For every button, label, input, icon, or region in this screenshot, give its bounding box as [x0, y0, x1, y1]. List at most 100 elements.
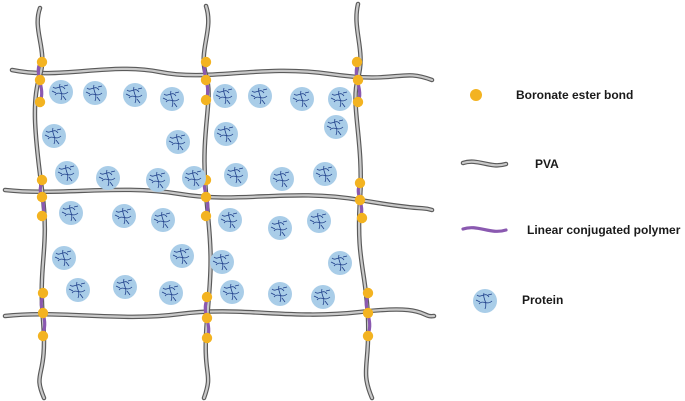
- protein-strands: [184, 169, 202, 187]
- protein: [214, 122, 238, 146]
- protein: [218, 208, 242, 232]
- protein-strands: [226, 166, 244, 184]
- protein: [311, 285, 335, 309]
- protein: [268, 282, 292, 306]
- legend-protein-strands: [475, 292, 493, 310]
- protein: [113, 275, 137, 299]
- protein-strands: [216, 125, 234, 143]
- protein-strands: [270, 285, 288, 303]
- protein-strands: [270, 219, 288, 237]
- protein-strands: [215, 87, 233, 105]
- pva-chain: [3, 188, 434, 212]
- protein: [210, 250, 234, 274]
- protein: [268, 216, 292, 240]
- protein: [55, 161, 79, 185]
- boronate-ester-bond: [34, 74, 46, 86]
- protein: [328, 87, 352, 111]
- legend-protein-icon: [473, 289, 497, 313]
- protein: [59, 201, 83, 225]
- legend-pva-icon: [461, 160, 508, 167]
- protein: [49, 80, 73, 104]
- protein: [313, 162, 337, 186]
- protein-strands: [161, 284, 179, 302]
- protein: [83, 81, 107, 105]
- protein-strands: [153, 211, 171, 229]
- boronate-ester-bond: [200, 56, 212, 68]
- boronate-ester-bond: [201, 291, 213, 303]
- protein-strands: [51, 83, 69, 101]
- protein: [112, 204, 136, 228]
- protein: [42, 124, 66, 148]
- protein-strands: [85, 84, 103, 102]
- legend: [460, 89, 509, 313]
- protein: [270, 167, 294, 191]
- protein: [328, 251, 352, 275]
- protein: [170, 244, 194, 268]
- protein-strands: [313, 288, 331, 306]
- protein: [220, 280, 244, 304]
- pva-chain: [10, 67, 434, 82]
- boronate-ester-bond: [37, 307, 49, 319]
- protein-strands: [115, 278, 133, 296]
- protein: [146, 168, 170, 192]
- legend-polymer-icon: [461, 226, 508, 233]
- boronate-ester-bond: [37, 287, 49, 299]
- protein: [307, 209, 331, 233]
- boronate-ester-bond: [362, 330, 374, 342]
- boronate-ester-bond: [352, 74, 364, 86]
- boronate-ester-bond: [36, 56, 48, 68]
- legend-pva-label: PVA: [535, 157, 559, 171]
- protein-strands: [162, 90, 180, 108]
- protein: [166, 130, 190, 154]
- protein-strands: [44, 127, 62, 145]
- protein-strands: [272, 170, 290, 188]
- protein-strands: [114, 207, 132, 225]
- legend-bond-label: Boronate ester bond: [516, 88, 634, 102]
- protein: [213, 84, 237, 108]
- protein: [66, 278, 90, 302]
- protein-strands: [220, 211, 238, 229]
- boronate-ester-bond: [354, 177, 366, 189]
- boronate-ester-bond: [352, 96, 364, 108]
- protein: [52, 246, 76, 270]
- protein-strands: [326, 118, 344, 136]
- boronate-ester-bond: [356, 212, 368, 224]
- protein-strands: [148, 171, 166, 189]
- protein: [290, 87, 314, 111]
- protein: [224, 163, 248, 187]
- protein-strands: [330, 254, 348, 272]
- boronate-ester-bond: [36, 174, 48, 186]
- proteins: [42, 80, 352, 309]
- protein-strands: [125, 86, 143, 104]
- protein-strands: [54, 249, 72, 267]
- boronate-ester-bond: [201, 312, 213, 324]
- boronate-ester-bond: [37, 330, 49, 342]
- boronate-ester-bond: [200, 210, 212, 222]
- protein-strands: [212, 253, 230, 271]
- protein-strands: [68, 281, 86, 299]
- boronate-ester-bond: [201, 332, 213, 344]
- legend-bond-icon: [470, 89, 482, 101]
- protein-strands: [172, 247, 190, 265]
- protein: [324, 115, 348, 139]
- protein: [123, 83, 147, 107]
- boronate-ester-bond: [34, 96, 46, 108]
- protein: [159, 281, 183, 305]
- protein-strands: [250, 87, 268, 105]
- protein-strands: [309, 212, 327, 230]
- protein-strands: [222, 283, 240, 301]
- protein: [160, 87, 184, 111]
- protein-strands: [98, 169, 116, 187]
- protein-strands: [315, 165, 333, 183]
- protein-strands: [61, 204, 79, 222]
- legend-polymer-label: Linear conjugated polymer: [527, 223, 681, 237]
- pva-chain: [3, 308, 436, 318]
- boronate-ester-bonds: [34, 56, 374, 344]
- protein-strands: [57, 164, 75, 182]
- boronate-ester-bond: [351, 56, 363, 68]
- boronate-ester-bond: [36, 210, 48, 222]
- boronate-ester-bond: [200, 74, 212, 86]
- protein: [96, 166, 120, 190]
- legend-protein-label: Protein: [522, 293, 564, 307]
